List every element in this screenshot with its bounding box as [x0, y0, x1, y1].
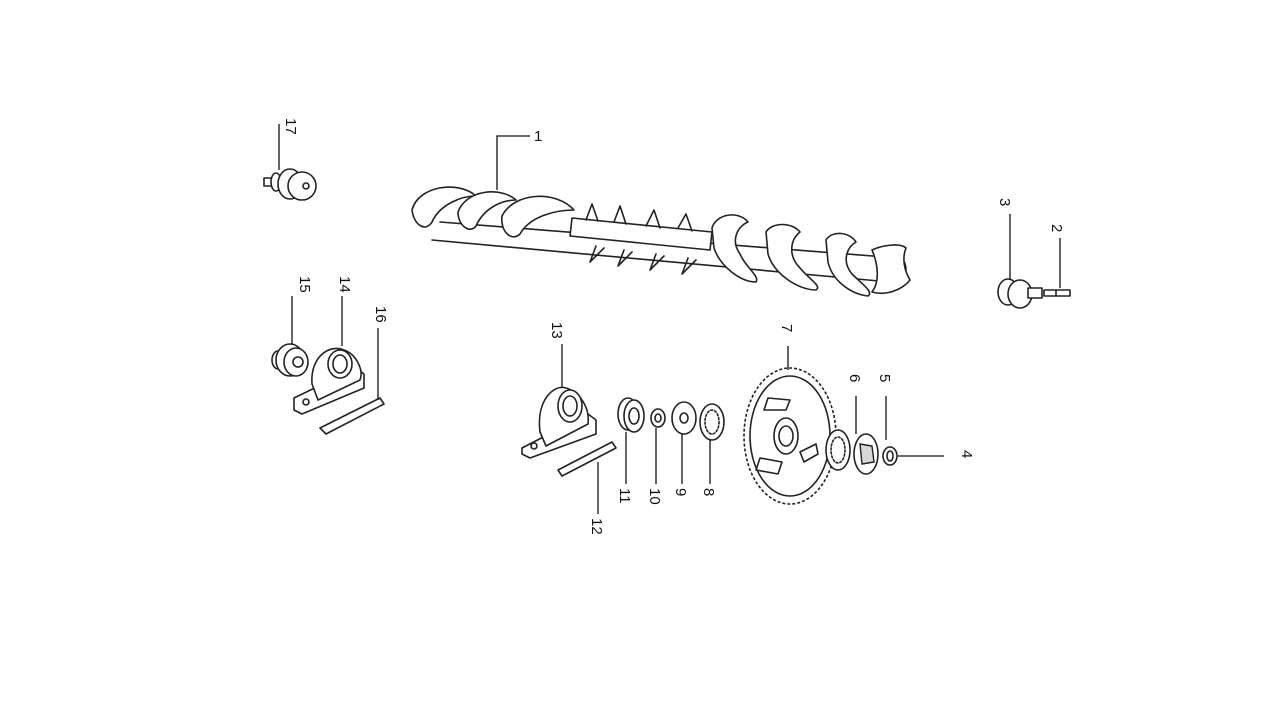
- callout-17: 17: [278, 118, 299, 170]
- callout-15: 15: [291, 276, 313, 344]
- callout-5: 5: [876, 374, 893, 440]
- pin: [1043, 289, 1071, 297]
- callout-4: 4: [898, 450, 975, 458]
- friction-disc: [699, 403, 725, 441]
- pillow-block-center: [521, 386, 597, 459]
- callout-8: 8: [700, 440, 717, 496]
- washer: [671, 401, 697, 435]
- callout-label-17: 17: [282, 118, 299, 135]
- callout-label-8: 8: [700, 488, 717, 496]
- callout-label-12: 12: [588, 518, 605, 535]
- shim-strip-left: [319, 397, 385, 435]
- pillow-block-left: [293, 347, 365, 415]
- callout-7: 7: [778, 324, 795, 370]
- callout-label-16: 16: [372, 306, 389, 323]
- callout-12: 12: [588, 462, 605, 535]
- callout-label-1: 1: [534, 128, 542, 145]
- callout-label-14: 14: [336, 276, 353, 293]
- callout-label-9: 9: [672, 488, 689, 496]
- callout-label-3: 3: [996, 198, 1013, 206]
- spring-plate: [853, 433, 879, 475]
- callout-label-5: 5: [876, 374, 893, 382]
- callout-label-10: 10: [646, 488, 663, 505]
- callout-6: 6: [846, 374, 863, 434]
- bearing-insert-left: [271, 343, 309, 377]
- callout-label-11: 11: [616, 488, 633, 504]
- shim-strip-center: [557, 441, 617, 477]
- callout-3: 3: [996, 198, 1013, 280]
- sprocket: [743, 367, 837, 505]
- spacer-ring: [650, 408, 666, 428]
- bearing-unit-right: [997, 278, 1043, 309]
- callout-9: 9: [672, 434, 689, 496]
- bearing: [617, 397, 645, 433]
- callout-2: 2: [1048, 224, 1065, 288]
- callout-label-13: 13: [548, 322, 565, 339]
- callout-11: 11: [616, 432, 633, 504]
- retaining-ring: [882, 446, 898, 466]
- callout-10: 10: [646, 428, 663, 505]
- callout-1: 1: [496, 128, 542, 190]
- callout-label-6: 6: [846, 374, 863, 382]
- callout-13: 13: [548, 322, 565, 388]
- callout-14: 14: [336, 276, 353, 346]
- auger-shaft: [411, 186, 911, 297]
- callout-label-4: 4: [958, 450, 975, 458]
- callout-label-2: 2: [1048, 224, 1065, 232]
- callout-16: 16: [372, 306, 389, 400]
- callout-label-7: 7: [778, 324, 795, 332]
- shaft-end-fitting: [263, 168, 317, 201]
- friction-disc-outer: [825, 429, 851, 471]
- callout-label-15: 15: [296, 276, 313, 293]
